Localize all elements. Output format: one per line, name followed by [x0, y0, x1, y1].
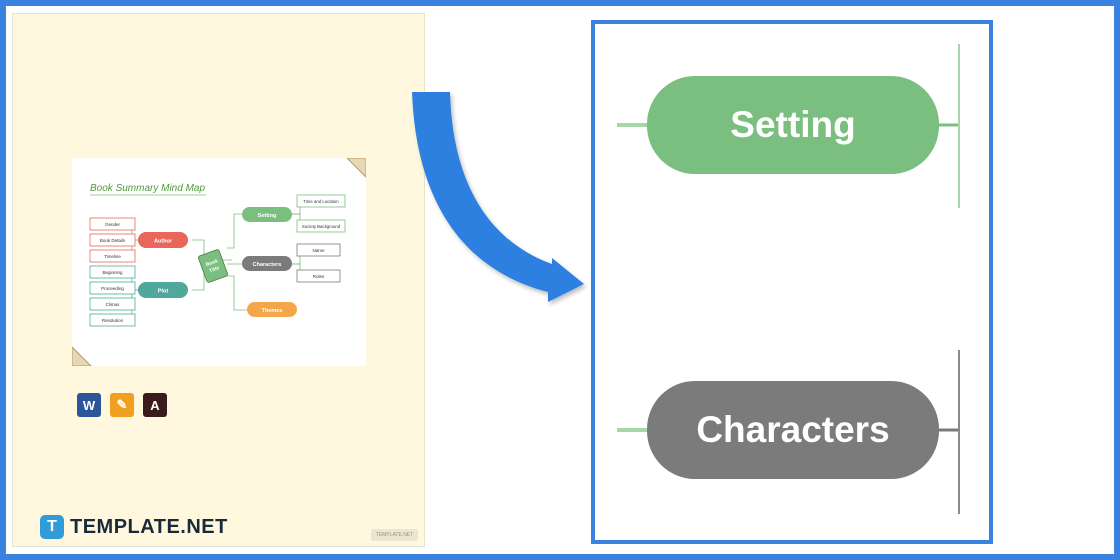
- zoomed-setting-node: Setting: [647, 76, 939, 174]
- plot-label: Plot: [158, 289, 169, 295]
- svg-text:Resolution: Resolution: [102, 318, 124, 323]
- svg-text:Time and Location: Time and Location: [303, 199, 339, 204]
- mind-map-thumbnail: Book Summary Mind Map Book Tit: [72, 158, 366, 366]
- svg-text:Book Details: Book Details: [100, 238, 126, 243]
- plot-children: Beginning Proceeding Climax Resolution: [89, 265, 136, 327]
- mind-map-canvas: Book Summary Mind Map Book Tit: [72, 158, 366, 366]
- author-label: Author: [154, 239, 173, 245]
- svg-text:Timeline: Timeline: [104, 254, 121, 259]
- zoom-connectors: [617, 44, 960, 514]
- book-title-node: Book Title: [198, 249, 228, 283]
- author-node: [138, 232, 188, 248]
- template-net-logo[interactable]: T TEMPLATE.NET: [40, 515, 228, 539]
- svg-text:Beginning: Beginning: [102, 270, 123, 275]
- logo-text: TEMPLATE.NET: [70, 515, 228, 538]
- characters-node: [242, 256, 292, 271]
- svg-text:Roles: Roles: [313, 274, 325, 279]
- word-icon[interactable]: W: [77, 393, 101, 417]
- svg-text:Name: Name: [312, 248, 325, 253]
- zoomed-characters-node: Characters: [647, 381, 939, 479]
- characters-label: Characters: [253, 262, 282, 268]
- setting-node: [242, 207, 292, 222]
- pdf-icon[interactable]: A: [143, 393, 167, 417]
- app-icons-row: W ✎ A: [77, 393, 167, 417]
- svg-text:Climax: Climax: [106, 302, 121, 307]
- author-children: Gender Book Details Timeline: [89, 217, 136, 263]
- zoomed-detail-panel: Setting Characters: [591, 20, 993, 544]
- setting-children: Time and Location Society Background: [296, 194, 346, 233]
- characters-children: Name Roles: [296, 243, 341, 283]
- plot-node: [138, 282, 188, 298]
- themes-label: Themes: [262, 308, 283, 314]
- svg-text:Book: Book: [205, 258, 219, 268]
- corner-fold-icon: [72, 346, 92, 366]
- mind-map-title: Book Summary Mind Map: [90, 183, 205, 194]
- svg-text:Title: Title: [209, 265, 221, 274]
- themes-node: [247, 302, 297, 317]
- setting-label: Setting: [258, 213, 277, 219]
- corner-fold-icon: [346, 158, 366, 178]
- svg-text:Proceeding: Proceeding: [101, 286, 124, 291]
- svg-text:Society Background: Society Background: [302, 224, 341, 229]
- pages-icon[interactable]: ✎: [110, 393, 134, 417]
- watermark: TEMPLATE.NET: [371, 529, 418, 541]
- logo-mark-icon: T: [40, 515, 64, 539]
- svg-text:Gender: Gender: [105, 222, 121, 227]
